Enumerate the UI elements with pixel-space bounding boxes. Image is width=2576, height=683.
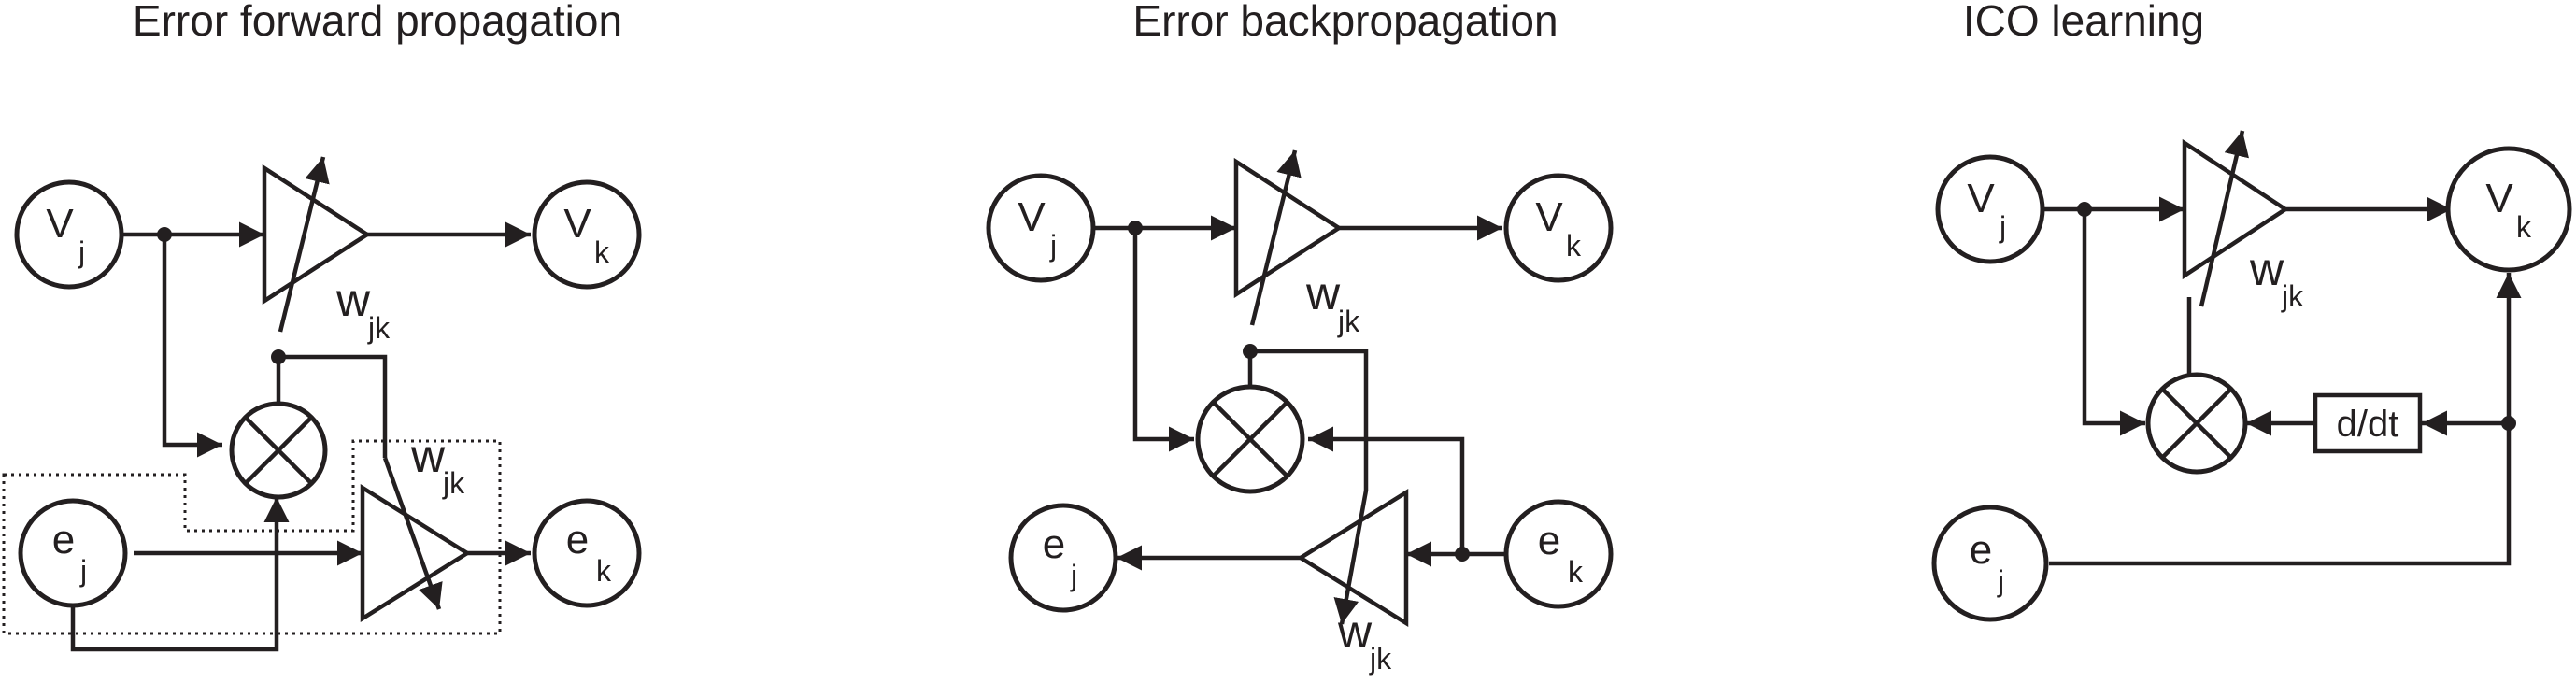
node-ek: e k — [532, 498, 642, 608]
svg-text:jk: jk — [442, 466, 465, 500]
backprop-lower-amplifier — [1296, 488, 1409, 628]
node-vj: V j — [1935, 154, 2045, 264]
derivative-block: d/dt — [2313, 392, 2423, 454]
svg-text:w: w — [410, 430, 446, 482]
node-ej: e j — [1931, 505, 2049, 622]
wire-vj-to-mult — [1132, 228, 1194, 452]
svg-text:jk: jk — [1369, 642, 1392, 676]
node-ej: e j — [1008, 503, 1118, 613]
wire-vj-to-mult — [2082, 209, 2145, 436]
svg-text:V: V — [2485, 176, 2513, 221]
svg-text:k: k — [596, 554, 612, 588]
node-ej: e j — [18, 498, 128, 608]
forward-weight-label-bottom: w jk — [410, 430, 465, 500]
node-vj: V j — [14, 179, 124, 290]
svg-text:e: e — [52, 517, 75, 562]
svg-text:j: j — [1049, 229, 1057, 263]
svg-text:w: w — [1337, 605, 1373, 658]
backprop-weight-label-bottom: w jk — [1337, 605, 1392, 676]
forward-upper-weight-arrow — [278, 156, 330, 333]
backprop-lower-weight-arrow — [1333, 490, 1369, 625]
svg-text:jk: jk — [2281, 279, 2304, 313]
junction-dot — [157, 227, 172, 242]
svg-text:j: j — [78, 235, 85, 269]
svg-text:k: k — [1566, 229, 1582, 263]
backprop-weight-label-top: w jk — [1305, 267, 1360, 338]
svg-text:j: j — [1070, 559, 1077, 592]
junction-dot — [271, 349, 286, 364]
svg-text:e: e — [1970, 527, 1992, 573]
svg-text:j: j — [1997, 564, 2004, 598]
forward-dotted-boundary — [2, 439, 502, 635]
svg-text:jk: jk — [1337, 305, 1360, 338]
svg-text:V: V — [1967, 176, 1995, 221]
svg-text:k: k — [594, 235, 610, 269]
forward-weight-label-top: w jk — [335, 274, 391, 345]
forward-lower-amplifier — [360, 483, 472, 623]
ico-weight-label: w jk — [2249, 243, 2304, 313]
panel-backprop: Error backpropagation V j V — [986, 0, 1614, 676]
svg-text:j: j — [1999, 210, 2006, 244]
svg-text:V: V — [46, 201, 74, 247]
svg-text:e: e — [1538, 518, 1560, 563]
ico-amplifier — [2182, 138, 2290, 280]
svg-text:d/dt: d/dt — [2337, 404, 2399, 445]
backprop-upper-amplifier — [1233, 157, 1344, 299]
ico-weight-arrow — [2199, 130, 2249, 307]
wire-node-to-lower-weight — [278, 354, 388, 458]
junction-dot — [2501, 416, 2516, 431]
svg-text:V: V — [563, 201, 591, 247]
svg-text:V: V — [1535, 194, 1563, 240]
svg-text:e: e — [1043, 521, 1065, 567]
forward-lower-weight-arrow — [382, 457, 443, 610]
panel-forward: Error forward propagation V j — [2, 0, 642, 652]
svg-text:k: k — [2516, 210, 2532, 244]
svg-text:w: w — [1305, 267, 1341, 320]
svg-text:k: k — [1568, 555, 1584, 589]
panel-forward-title: Error forward propagation — [133, 0, 622, 45]
junction-dot — [1128, 221, 1143, 235]
junction-dot — [2077, 202, 2092, 217]
svg-text:w: w — [335, 274, 371, 326]
svg-text:jk: jk — [367, 311, 391, 345]
wire-vj-to-mult — [162, 235, 222, 458]
svg-text:w: w — [2249, 243, 2284, 295]
panel-ico-title: ICO learning — [1963, 0, 2204, 45]
svg-text:j: j — [79, 554, 87, 588]
backprop-upper-weight-arrow — [1249, 149, 1302, 326]
wire-ej-to-vk — [2049, 273, 2522, 566]
panel-backprop-title: Error backpropagation — [1132, 0, 1558, 45]
junction-dot — [1243, 344, 1258, 359]
forward-upper-amplifier — [262, 164, 372, 306]
junction-dot — [1455, 547, 1470, 562]
node-vk: V k — [2445, 146, 2572, 273]
node-vj: V j — [986, 173, 1096, 283]
wire-ek-to-mult — [1308, 426, 1465, 554]
panel-ico: ICO learning d/dt V j V — [1931, 0, 2572, 622]
wire-node-to-lower-weight — [1250, 349, 1369, 491]
svg-text:V: V — [1018, 194, 1046, 240]
node-vk: V k — [1503, 173, 1614, 283]
node-vk: V k — [532, 179, 642, 290]
wire-ej-to-mult — [70, 497, 290, 652]
svg-text:e: e — [566, 517, 589, 562]
node-ek: e k — [1503, 499, 1614, 609]
